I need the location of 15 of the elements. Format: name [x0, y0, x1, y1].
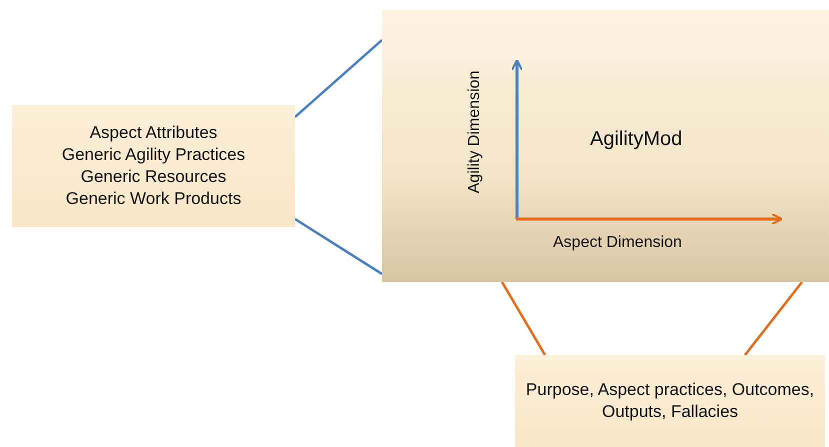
model-panel: [382, 10, 829, 282]
list-text: Generic Resources: [80, 166, 226, 188]
list-text: Purpose, Aspect practices, Outcomes, Outputs, Fallacies: [525, 379, 815, 423]
list-text: Generic Agility Practices: [62, 144, 246, 166]
list-text: Generic Work Products: [66, 188, 242, 210]
model-title: AgilityMod: [590, 128, 682, 151]
connector-line: [500, 281, 546, 356]
list-text: Aspect Attributes: [90, 122, 218, 144]
list-box: [12, 105, 295, 227]
connector-line: [744, 281, 803, 356]
connector-line: [294, 39, 383, 118]
axis-label: Agility Dimension: [466, 70, 484, 194]
axis-label: Aspect Dimension: [553, 234, 682, 252]
list-box: [515, 355, 825, 447]
connector-line: [294, 218, 383, 276]
